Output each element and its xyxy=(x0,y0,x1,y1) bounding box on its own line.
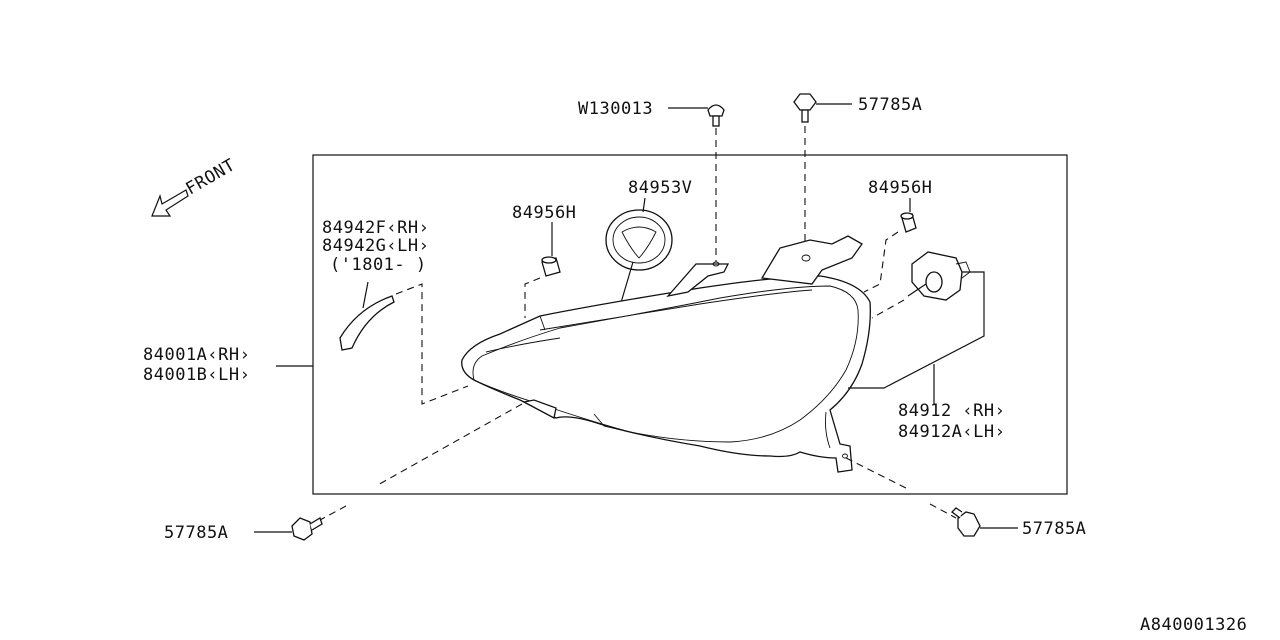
w130013-clip[interactable] xyxy=(707,104,725,127)
label-84001b: 84001B‹LH› xyxy=(143,365,250,385)
label-84912a: 84912A‹LH› xyxy=(898,422,1005,442)
label-84942-date: ('1801- ) xyxy=(330,255,427,275)
figure-code: A840001326 xyxy=(1140,615,1247,635)
label-84956h-right: 84956H xyxy=(868,178,932,198)
bulb-socket-84912[interactable] xyxy=(907,251,971,301)
screw-bottom-right[interactable] xyxy=(951,507,981,537)
rubber-cap-84953v[interactable] xyxy=(605,209,673,271)
label-w130013: W130013 xyxy=(578,99,653,119)
cap-84956h-right[interactable] xyxy=(900,212,917,233)
trim-84942[interactable] xyxy=(339,295,395,351)
label-84912: 84912 ‹RH› xyxy=(898,401,1005,421)
label-57785a-bottom-right: 57785A xyxy=(1022,519,1086,539)
label-84942f: 84942F‹RH› xyxy=(322,218,429,238)
headlamp-assembly[interactable] xyxy=(461,235,871,473)
label-57785a-bottom-left: 57785A xyxy=(164,523,228,543)
cap-84956h-left[interactable] xyxy=(541,256,561,277)
screw-top[interactable] xyxy=(793,93,817,123)
label-84001a: 84001A‹RH› xyxy=(143,345,250,365)
label-84953v: 84953V xyxy=(628,178,692,198)
screw-bottom-left[interactable] xyxy=(291,517,323,541)
front-label: FRONT xyxy=(183,155,239,199)
label-84956h-left: 84956H xyxy=(512,203,576,223)
label-84942g: 84942G‹LH› xyxy=(322,236,429,256)
label-57785a-top: 57785A xyxy=(858,95,922,115)
front-arrow-icon xyxy=(151,189,189,217)
assembly-frame xyxy=(312,154,1068,495)
